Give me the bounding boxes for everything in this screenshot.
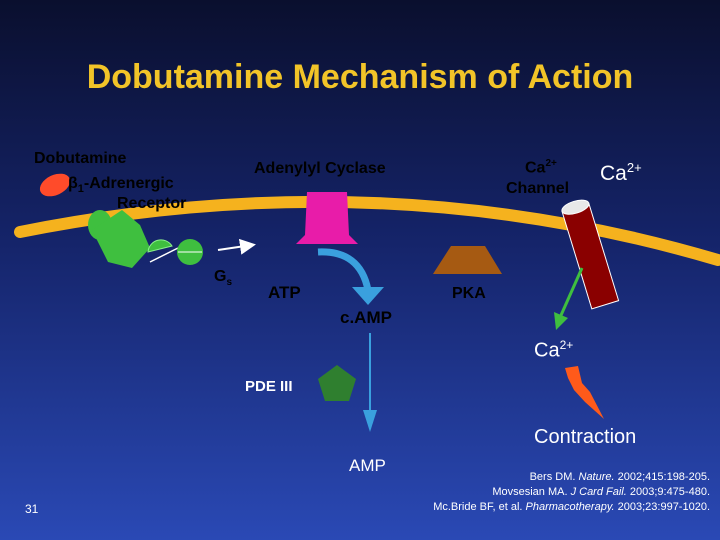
- ca-channel: [561, 199, 620, 310]
- ca-intracellular-label: Ca2+: [534, 338, 574, 362]
- receptor-label-line2: Receptor: [117, 195, 187, 212]
- ca-extracellular-label: Ca2+: [600, 160, 642, 185]
- dobutamine-label: Dobutamine: [34, 150, 127, 167]
- adenylyl-cyclase-label: Adenylyl Cyclase: [254, 160, 386, 177]
- gs-label: Gs: [214, 268, 233, 289]
- pka-label: PKA: [452, 285, 486, 302]
- atp-label: ATP: [268, 283, 301, 302]
- ca-channel-label-line1: Ca2+: [525, 158, 557, 177]
- adenylyl-cyclase-shape: [296, 192, 358, 244]
- page-title: Dobutamine Mechanism of Action: [86, 58, 634, 96]
- reference-3: Mc.Bride BF, et al. Pharmacotherapy. 200…: [433, 501, 710, 513]
- lightning-bolt: [565, 366, 604, 419]
- amp-label: AMP: [349, 456, 386, 475]
- slide-number: 31: [25, 502, 39, 516]
- atp-to-camp-arrow: [317, 248, 372, 291]
- receptor-label-line1: β1-Adrenergic: [68, 175, 174, 196]
- dobutamine-molecule: [39, 173, 71, 197]
- beta1-receptor: [88, 210, 150, 268]
- reference-2: Movsesian MA. J Card Fail. 2003;9:475-48…: [492, 486, 710, 498]
- references: Bers DM. Nature. 2002;415:198-205. Movse…: [433, 470, 710, 515]
- ca-influx-arrow: [556, 267, 584, 323]
- pka-shape: [433, 246, 502, 274]
- camp-label: c.AMP: [340, 308, 392, 327]
- gs-protein: [147, 239, 203, 265]
- ca-channel-label-line2: Channel: [506, 180, 570, 197]
- pde3-pentagon: [318, 365, 356, 401]
- reference-1: Bers DM. Nature. 2002;415:198-205.: [529, 471, 710, 483]
- gs-to-ac-arrow: [217, 238, 256, 255]
- contraction-label: Contraction: [534, 426, 637, 448]
- pde3-label: PDE III: [245, 378, 293, 395]
